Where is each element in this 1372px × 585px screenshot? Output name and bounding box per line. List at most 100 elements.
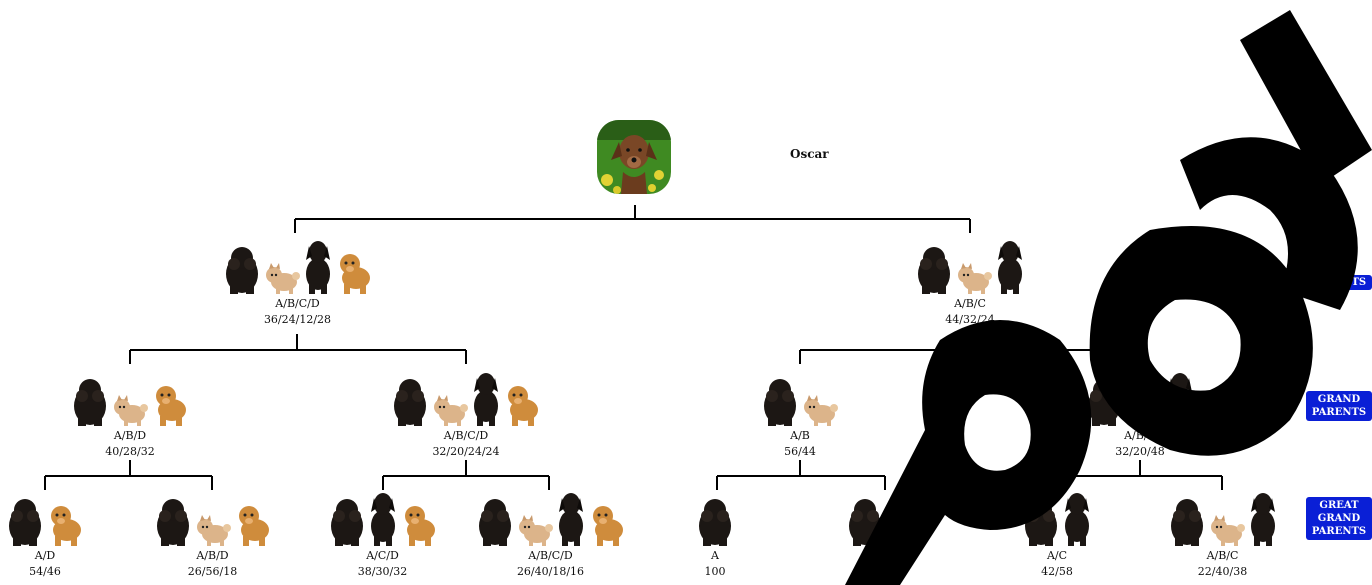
breed-icons	[320, 490, 445, 546]
black-curly-dog-icon	[477, 496, 513, 546]
chow-puppy-icon	[504, 382, 540, 426]
great-grandparent-6-node: A/B 12/88	[840, 490, 930, 578]
black-retriever-icon	[1063, 492, 1091, 546]
node-breeds: A/B/D	[113, 429, 147, 442]
black-retriever-icon	[304, 240, 332, 294]
pomeranian-icon	[887, 514, 923, 546]
grandparents-badge: GRAND PARENTS	[1306, 391, 1372, 421]
node-percentages: 38/30/32	[357, 565, 408, 578]
breed-icons	[383, 370, 549, 426]
black-curly-dog-icon	[1086, 376, 1122, 426]
breed-icons	[0, 490, 90, 546]
breed-icons	[150, 490, 275, 546]
great-grandparent-3-node: A/C/D 38/30/32	[320, 490, 445, 578]
chow-puppy-icon	[401, 502, 437, 546]
pomeranian-icon	[1126, 394, 1162, 426]
grandparent-4-node: A/B/C 32/20/48	[1065, 370, 1215, 458]
pomeranian-icon	[1209, 514, 1245, 546]
chow-puppy-icon	[152, 382, 188, 426]
black-retriever-icon	[1166, 372, 1194, 426]
black-curly-dog-icon	[329, 496, 365, 546]
node-breeds: A/C	[1046, 549, 1068, 562]
black-curly-dog-icon	[155, 496, 191, 546]
node-percentages: 44/32/24	[945, 313, 995, 326]
great-grandparents-badge: GREAT GRAND PARENTS	[1306, 497, 1372, 540]
node-percentages: 32/20/24/24	[432, 445, 500, 458]
pomeranian-icon	[956, 262, 992, 294]
node-percentages: 26/56/18	[187, 565, 238, 578]
breed-icons	[840, 490, 930, 546]
black-retriever-icon	[472, 372, 500, 426]
grandparents-label: GRAND PARENTS	[1311, 394, 1367, 418]
great-grandparent-2-node: A/B/D 26/56/18	[150, 490, 275, 578]
pomeranian-icon	[264, 262, 300, 294]
node-breeds: A/D	[34, 549, 56, 562]
pomeranian-icon	[432, 394, 468, 426]
great-grandparent-7-node: A/C 42/58	[1012, 490, 1102, 578]
black-curly-dog-icon	[392, 376, 428, 426]
node-breeds: A/C/D	[366, 549, 399, 562]
node-breeds: A/B/C	[1124, 429, 1156, 442]
breed-icons	[1065, 370, 1215, 426]
node-percentages: 36/24/12/28	[263, 313, 332, 326]
parent-1-node: A/B/C/D 36/24/12/28	[215, 238, 380, 326]
chow-puppy-icon	[589, 502, 625, 546]
pomeranian-icon	[517, 514, 553, 546]
pomeranian-icon	[112, 394, 148, 426]
chow-puppy-icon	[235, 502, 271, 546]
chow-puppy-icon	[47, 502, 83, 546]
breed-icons	[895, 238, 1045, 294]
black-curly-dog-icon	[847, 496, 883, 546]
black-curly-dog-icon	[762, 376, 798, 426]
black-retriever-icon	[369, 492, 397, 546]
breed-icons	[468, 490, 633, 546]
pomeranian-icon	[195, 514, 231, 546]
black-curly-dog-icon	[72, 376, 108, 426]
root-dog-photo	[597, 120, 671, 194]
node-breeds: A/B/C/D	[528, 549, 573, 562]
black-curly-dog-icon	[1023, 496, 1059, 546]
breed-icons	[215, 238, 380, 294]
node-percentages: 54/46	[29, 565, 61, 578]
pomeranian-icon	[802, 394, 838, 426]
node-breeds: A/B/C	[954, 297, 986, 310]
black-retriever-icon	[996, 240, 1024, 294]
great-grandparent-1-node: A/D 54/46	[0, 490, 90, 578]
node-percentages: 42/58	[1041, 565, 1073, 578]
node-percentages: 32/20/48	[1115, 445, 1165, 458]
node-percentages: 12/88	[869, 565, 901, 578]
node-percentages: 100	[704, 565, 726, 578]
parent-2-node: A/B/C 44/32/24	[895, 238, 1045, 326]
breed-icons	[690, 490, 740, 546]
breed-icons	[60, 370, 200, 426]
node-percentages: 56/44	[784, 445, 816, 458]
node-breeds: A/B	[875, 549, 895, 562]
black-retriever-icon	[557, 492, 585, 546]
parents-badge: PARENTS	[1306, 275, 1372, 290]
black-curly-dog-icon	[7, 496, 43, 546]
breed-icons	[1012, 490, 1102, 546]
grandparent-2-node: A/B/C/D 32/20/24/24	[383, 370, 549, 458]
root-dog-name: Oscar	[790, 147, 829, 161]
black-curly-dog-icon	[1169, 496, 1205, 546]
node-breeds: A	[711, 549, 719, 562]
black-curly-dog-icon	[916, 244, 952, 294]
parents-label: PARENTS	[1311, 277, 1367, 288]
node-breeds: A/B/D	[196, 549, 229, 562]
node-breeds: A/B	[790, 429, 810, 442]
black-curly-dog-icon	[697, 496, 733, 546]
node-percentages: 22/40/38	[1197, 565, 1248, 578]
great-grandparents-label: GREAT GRAND PARENTS	[1311, 500, 1367, 537]
black-retriever-icon	[1249, 492, 1277, 546]
chow-puppy-icon	[336, 250, 372, 294]
node-breeds: A/B/C	[1206, 549, 1239, 562]
breed-icons	[1160, 490, 1285, 546]
great-grandparent-5-node: A 100	[690, 490, 740, 578]
node-breeds: A/B/C/D	[275, 297, 320, 310]
great-grandparent-8-node: A/B/C 22/40/38	[1160, 490, 1285, 578]
grandparent-3-node: A/B 56/44	[745, 370, 855, 458]
great-grandparent-4-node: A/B/C/D 26/40/18/16	[468, 490, 633, 578]
node-percentages: 26/40/18/16	[516, 565, 585, 578]
node-breeds: A/B/C/D	[443, 429, 489, 442]
dog-photo-icon	[597, 120, 671, 194]
